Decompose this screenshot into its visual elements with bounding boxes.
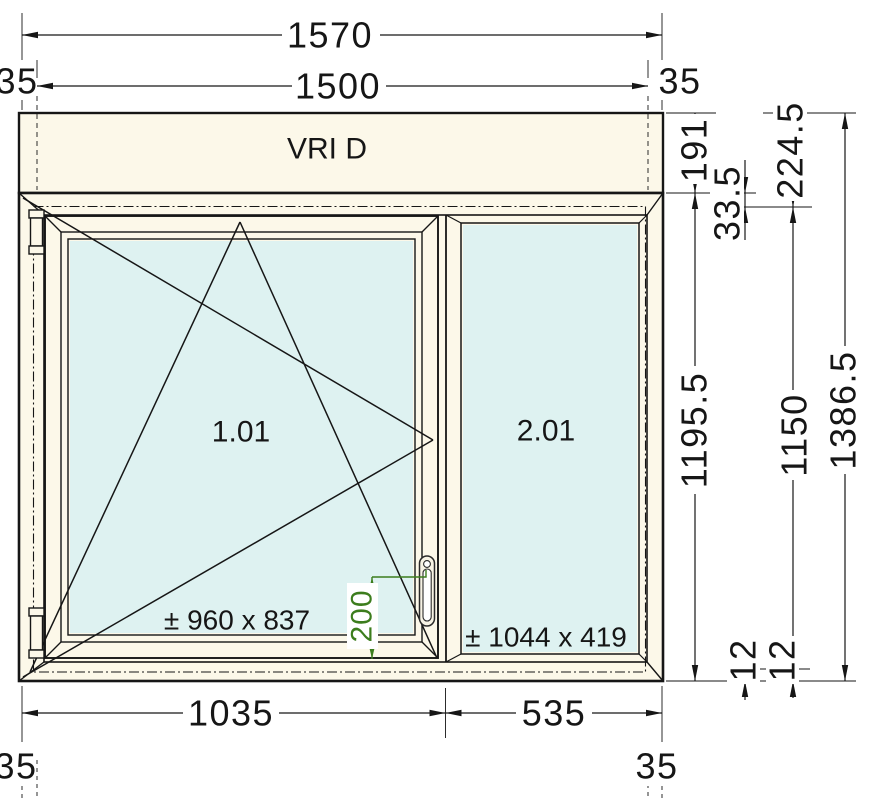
pane-label-right: 2.01 xyxy=(517,415,575,448)
right-glass xyxy=(463,225,637,652)
top-panel xyxy=(17,111,665,195)
text-masks xyxy=(0,17,860,786)
right-light xyxy=(445,214,648,663)
dim-left-light-width: 1035 xyxy=(188,693,274,734)
hinge-bottom xyxy=(28,607,45,659)
dim-inner-height: 1150 xyxy=(774,393,815,476)
dim-frame-height: 1195.5 xyxy=(674,372,715,488)
pane-size-right: ± 1044 x 419 xyxy=(465,622,627,653)
dim-overall-height: 1386.5 xyxy=(823,350,864,469)
rebate-centerline xyxy=(32,205,647,673)
dim-top-inset: 33.5 xyxy=(707,165,748,241)
dim-panel-plus-inset: 224.5 xyxy=(770,101,811,199)
dim-bottom-inset-a: 12 xyxy=(723,638,764,681)
frame-inner-edge xyxy=(43,214,648,663)
dim-left-offset-top: 35 xyxy=(0,61,39,102)
dim-frame-width: 1500 xyxy=(295,66,381,107)
left-sash xyxy=(44,215,439,659)
dim-left-offset-bottom: 35 xyxy=(0,746,38,787)
panel-label: VRI D xyxy=(287,133,367,166)
left-glass xyxy=(70,241,413,633)
hinge-top xyxy=(28,209,45,255)
dim-right-offset-top: 35 xyxy=(658,61,701,102)
dim-right-offset-bottom: 35 xyxy=(635,746,678,787)
dim-handle-offset: 200 xyxy=(346,589,379,642)
dim-overall-width: 1570 xyxy=(287,15,373,56)
tilt-symbol xyxy=(29,221,438,673)
dim-bottom-inset-b: 12 xyxy=(762,638,803,681)
pane-label-left: 1.01 xyxy=(212,416,270,449)
dim-panel-height: 191 xyxy=(674,118,715,183)
pane-size-left: ± 960 x 837 xyxy=(164,605,310,636)
turn-symbol xyxy=(22,197,434,678)
window-handle xyxy=(418,555,436,627)
dim-right-light-width: 535 xyxy=(522,693,587,734)
bead-miters xyxy=(445,214,648,663)
